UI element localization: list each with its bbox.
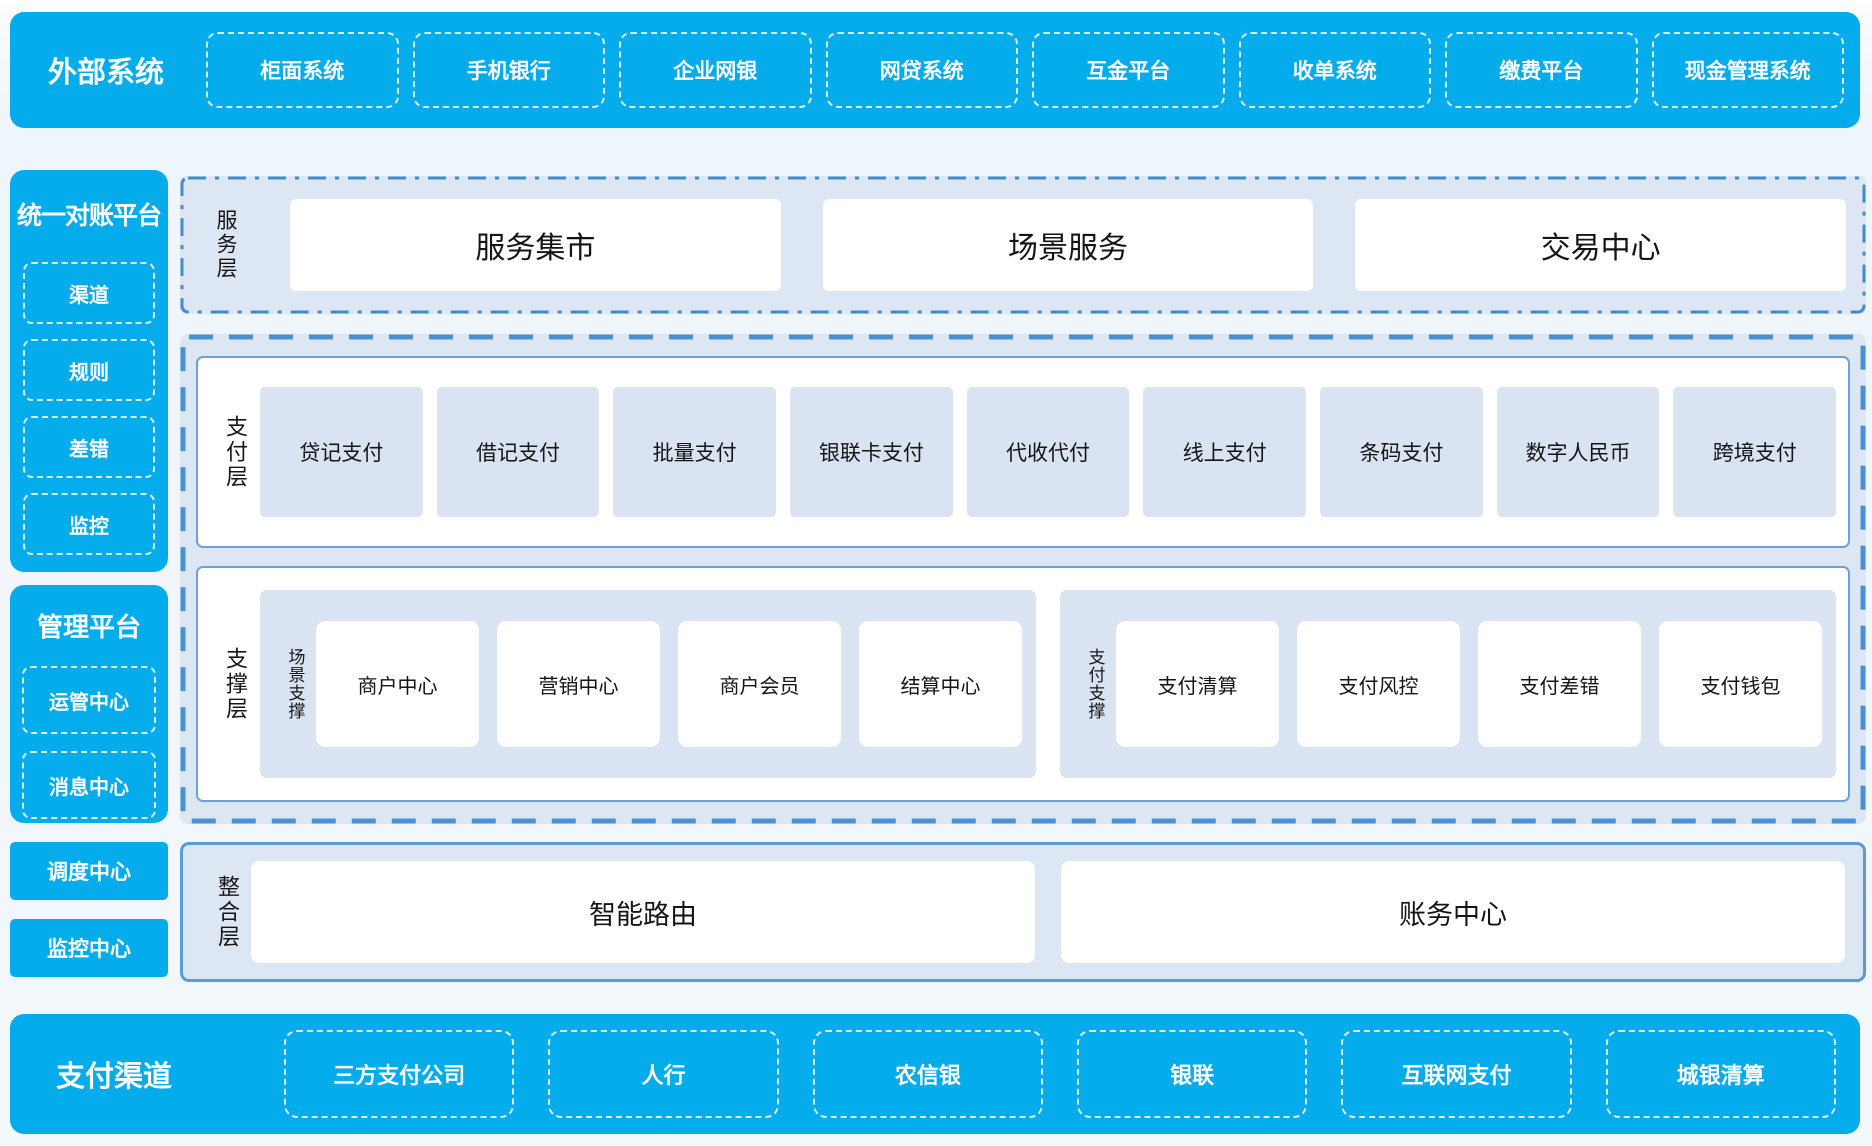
external-system-item: 收单系统 <box>1238 32 1431 108</box>
integration-layer-panel: 整合层 智能路由 账务中心 <box>180 842 1866 982</box>
support-item: 支付风控 <box>1297 621 1460 747</box>
support-layer-panel: 支撑层 场景支撑 商户中心 营销中心 商户会员 结算中心 支付支撑 <box>196 566 1850 802</box>
external-system-item: 网贷系统 <box>825 32 1018 108</box>
sidebar-item: 监控 <box>23 493 155 555</box>
payment-channels-title: 支付渠道 <box>56 1061 173 1093</box>
support-item: 结算中心 <box>859 621 1022 747</box>
channel-item: 农信银 <box>812 1030 1043 1118</box>
external-systems-bar: 外部系统 柜面系统 手机银行 企业网银 网贷系统 互金平台 收单系统 缴费平台 … <box>10 12 1860 128</box>
payment-channels-items: 三方支付公司 人行 农信银 银联 互联网支付 城银清算 <box>284 1030 1836 1118</box>
external-system-item: 柜面系统 <box>206 32 399 108</box>
external-system-item: 现金管理系统 <box>1651 32 1844 108</box>
management-platform-panel: 管理平台 运管中心 消息中心 <box>10 585 168 823</box>
support-group-scene: 场景支撑 商户中心 营销中心 商户会员 结算中心 <box>260 590 1036 778</box>
payment-channels-bar: 支付渠道 三方支付公司 人行 农信银 银联 互联网支付 城银清算 <box>10 1014 1860 1134</box>
reconciliation-platform-panel: 统一对账平台 渠道 规则 差错 监控 <box>10 170 168 572</box>
integration-item: 智能路由 <box>251 861 1035 963</box>
payment-item: 跨境支付 <box>1673 387 1837 517</box>
payment-layer-items: 贷记支付 借记支付 批量支付 银联卡支付 代收代付 线上支付 条码支付 数字人民… <box>260 387 1837 517</box>
core-layers-wrapper: 支付层 贷记支付 借记支付 批量支付 银联卡支付 代收代付 线上支付 条码支付 … <box>180 334 1866 824</box>
support-item: 支付清算 <box>1116 621 1279 747</box>
integration-layer-label: 整合层 <box>215 874 240 950</box>
external-system-item: 企业网银 <box>619 32 812 108</box>
integration-layer-items: 智能路由 账务中心 <box>251 861 1845 963</box>
management-platform-title: 管理平台 <box>36 612 141 642</box>
channel-item: 银联 <box>1076 1030 1308 1118</box>
support-group-payment-label: 支付支撑 <box>1085 648 1105 720</box>
service-item: 服务集市 <box>290 199 781 291</box>
integration-item: 账务中心 <box>1061 861 1845 963</box>
reconciliation-platform-title: 统一对账平台 <box>16 202 162 230</box>
payment-layer-label: 支付层 <box>223 414 248 490</box>
service-layer-label: 服务层 <box>214 209 237 281</box>
external-systems-title: 外部系统 <box>48 57 165 89</box>
scheduling-center-block: 调度中心 <box>10 842 168 900</box>
sidebar-item: 消息中心 <box>22 751 156 819</box>
support-item: 商户会员 <box>678 621 841 747</box>
sidebar-item: 运管中心 <box>22 666 156 734</box>
support-group-scene-label: 场景支撑 <box>285 648 305 720</box>
support-item: 支付钱包 <box>1659 621 1822 747</box>
support-item: 营销中心 <box>497 621 660 747</box>
external-systems-items: 柜面系统 手机银行 企业网银 网贷系统 互金平台 收单系统 缴费平台 现金管理系… <box>206 32 1844 108</box>
monitoring-center-block: 监控中心 <box>10 919 168 977</box>
external-system-item: 互金平台 <box>1032 32 1225 108</box>
support-item: 支付差错 <box>1478 621 1641 747</box>
external-system-item: 手机银行 <box>412 32 605 108</box>
service-item: 场景服务 <box>822 199 1314 291</box>
payment-item: 批量支付 <box>613 387 777 517</box>
payment-layer-panel: 支付层 贷记支付 借记支付 批量支付 银联卡支付 代收代付 线上支付 条码支付 … <box>196 356 1850 548</box>
payment-item: 银联卡支付 <box>790 387 953 517</box>
sidebar-item: 渠道 <box>23 262 155 324</box>
payment-item: 贷记支付 <box>260 387 423 517</box>
channel-item: 城银清算 <box>1605 1030 1836 1118</box>
payment-item: 代收代付 <box>966 387 1130 517</box>
external-system-item: 缴费平台 <box>1445 32 1638 108</box>
channel-item: 三方支付公司 <box>284 1030 515 1118</box>
service-layer-panel: 服务层 服务集市 场景服务 交易中心 <box>180 176 1866 314</box>
sidebar-item: 差错 <box>23 416 155 478</box>
channel-item: 互联网支付 <box>1341 1030 1572 1118</box>
sidebar-item: 规则 <box>23 339 155 401</box>
payment-item: 线上支付 <box>1143 387 1307 517</box>
payment-item: 数字人民币 <box>1496 387 1660 517</box>
support-item: 商户中心 <box>316 621 479 747</box>
channel-item: 人行 <box>548 1030 779 1118</box>
support-layer-label: 支撑层 <box>223 646 248 722</box>
support-group-payment: 支付支撑 支付清算 支付风控 支付差错 支付钱包 <box>1060 590 1836 778</box>
service-item: 交易中心 <box>1355 199 1847 291</box>
payment-item: 借记支付 <box>436 387 600 517</box>
payment-item: 条码支付 <box>1320 387 1483 517</box>
